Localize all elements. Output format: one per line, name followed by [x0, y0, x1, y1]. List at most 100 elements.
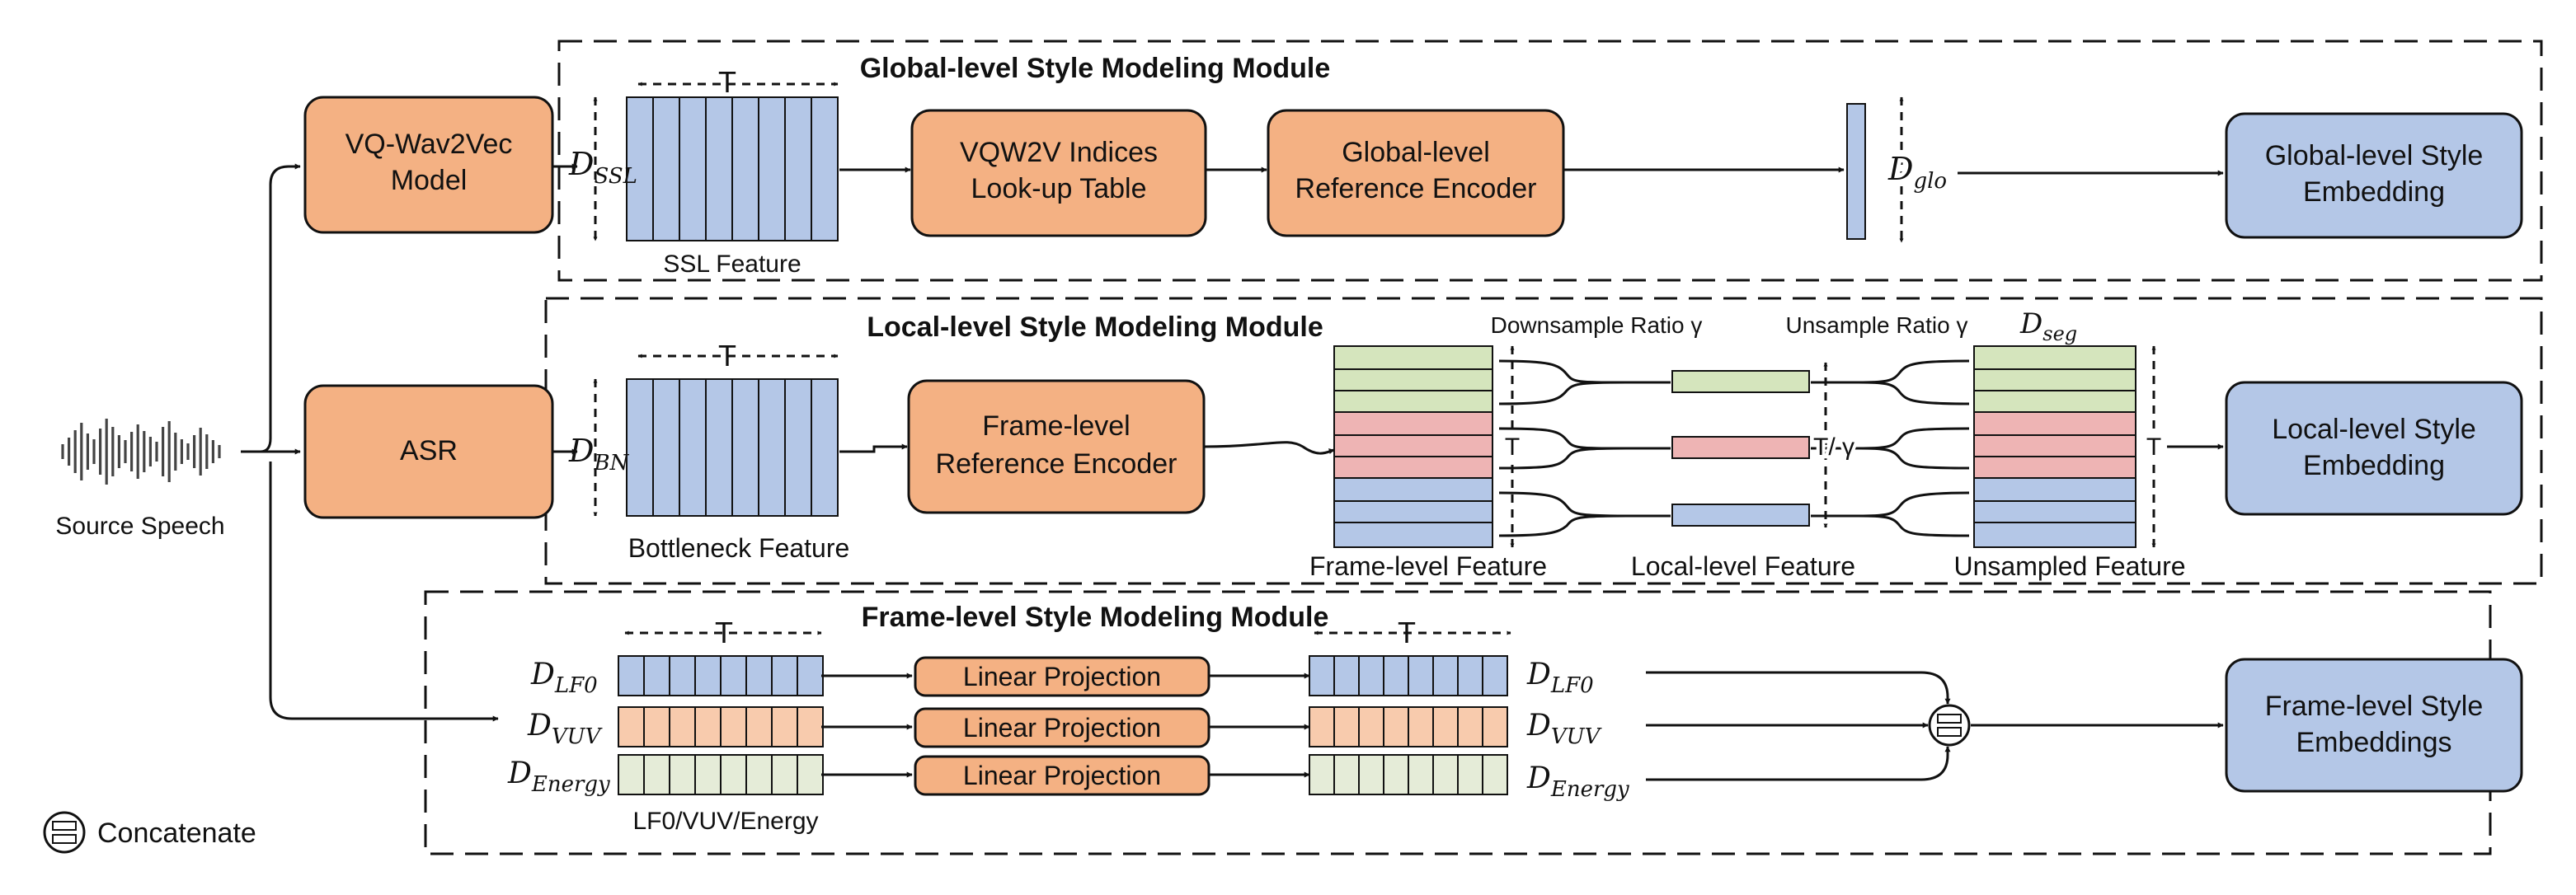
feature-column — [771, 706, 798, 747]
frame-T-label: T — [1505, 433, 1520, 461]
unsample-ratio-label: Unsample Ratio γ — [1786, 312, 1968, 338]
global-style-embedding-block: Global-level Style Embedding — [2225, 112, 2523, 239]
proj-T-label: T — [1398, 616, 1416, 649]
d-ssl-label: DSSL — [568, 146, 637, 189]
feature-row — [1333, 456, 1493, 479]
global-module-title: Global-level Style Modeling Module — [860, 53, 1331, 84]
unsampled-feature-stack — [1973, 345, 2136, 548]
feature-row — [1973, 434, 2136, 459]
d-glo-label: Dglo — [1887, 151, 1947, 194]
ssl-feature-grid — [626, 96, 839, 241]
local-module-title: Local-level Style Modeling Module — [867, 312, 1323, 343]
local-style-embedding-block: Local-level Style Embedding — [2225, 381, 2523, 516]
feature-column — [758, 378, 786, 517]
feature-column — [626, 96, 654, 241]
feature-column — [797, 706, 824, 747]
vuv-projected-grid — [1309, 706, 1508, 747]
feature-column — [1482, 655, 1508, 696]
downsample-braces — [1498, 359, 1671, 537]
downsample-ratio-label: Downsample Ratio γ — [1491, 312, 1703, 338]
feature-column — [1457, 655, 1483, 696]
asr-block: ASR — [303, 384, 554, 519]
fse-line1: Frame-level Style — [2265, 691, 2484, 722]
local-feature-green — [1671, 370, 1810, 393]
feature-column — [679, 378, 707, 517]
feature-column — [758, 96, 786, 241]
frame-reference-encoder-block: Frame-level Reference Encoder — [907, 379, 1206, 514]
gre-line2: Reference Encoder — [1295, 173, 1537, 204]
feature-column — [797, 655, 824, 696]
gse-line1: Global-level Style — [2265, 140, 2484, 171]
feature-column — [618, 754, 645, 795]
vqw2v-lookup-block: VQW2V Indices Look-up Table — [910, 109, 1207, 237]
feature-column — [1408, 754, 1434, 795]
frame-level-feature-stack — [1333, 345, 1493, 548]
feature-column — [669, 655, 696, 696]
global-reference-encoder-block: Global-level Reference Encoder — [1267, 109, 1565, 237]
source-speech-label: Source Speech — [55, 513, 224, 540]
asr-label: ASR — [400, 435, 458, 466]
concatenate-legend-label: Concatenate — [97, 818, 256, 849]
lp-energy-label: Linear Projection — [963, 761, 1161, 790]
feature-column — [1383, 706, 1409, 747]
feature-column — [618, 655, 645, 696]
feature-row — [1973, 390, 2136, 413]
frame-style-embeddings-block: Frame-level Style Embeddings — [2225, 658, 2523, 793]
unsampled-feature-label: Unsampled Feature — [1953, 551, 2185, 581]
lp-lf0-label: Linear Projection — [963, 662, 1161, 691]
linear-projection-vuv: Linear Projection — [914, 707, 1210, 748]
feature-column — [720, 655, 747, 696]
d-seg-label: Dseg — [2019, 307, 2077, 345]
vuv-feature-grid — [618, 706, 824, 747]
d-energy-right-label: DEnergy — [1526, 761, 1629, 802]
bn-T-label: T — [718, 339, 736, 373]
feature-column — [811, 378, 839, 517]
feature-column — [771, 754, 798, 795]
arrow-lf0-to-concat — [1646, 671, 1951, 705]
feature-column — [1358, 706, 1384, 747]
d-vuv-left-label: DVUV — [527, 709, 603, 749]
lp-vuv-label: Linear Projection — [963, 713, 1161, 743]
feature-column — [745, 655, 773, 696]
feature-column — [694, 754, 722, 795]
vq-model-line1: VQ-Wav2Vec — [346, 129, 513, 160]
fre-line2: Reference Encoder — [936, 448, 1178, 480]
bottleneck-feature-grid — [626, 378, 839, 517]
d-bn-label: DBN — [568, 433, 630, 476]
feature-column — [679, 96, 707, 241]
feature-column — [811, 96, 839, 241]
feature-column — [694, 706, 722, 747]
d-energy-left-label: DEnergy — [507, 757, 610, 797]
feature-column — [1457, 754, 1483, 795]
unsampled-T-label: T — [2146, 433, 2161, 461]
linear-projection-lf0: Linear Projection — [914, 656, 1210, 697]
frame-level-feature-label: Frame-level Feature — [1309, 551, 1547, 581]
gse-line2: Embedding — [2303, 176, 2445, 208]
vq-wav2vec-model-block: VQ-Wav2Vec Model — [303, 96, 554, 234]
feature-column — [705, 378, 733, 517]
feature-column — [1309, 655, 1335, 696]
feature-column — [745, 754, 773, 795]
feature-column — [1408, 706, 1434, 747]
feature-column — [669, 706, 696, 747]
d-vuv-right-label: DVUV — [1526, 709, 1602, 749]
lf0-vuv-energy-label: LF0/VUV/Energy — [632, 808, 818, 835]
feature-column — [1383, 754, 1409, 795]
feature-column — [797, 754, 824, 795]
lf0-T-label: T — [715, 616, 733, 649]
feature-column — [720, 754, 747, 795]
feature-column — [784, 378, 812, 517]
feature-column — [1482, 706, 1508, 747]
feature-row — [1333, 390, 1493, 413]
vq-model-line2: Model — [391, 165, 468, 196]
bottleneck-feature-label: Bottleneck Feature — [628, 533, 850, 563]
energy-feature-grid — [618, 754, 824, 795]
energy-projected-grid — [1309, 754, 1508, 795]
concatenate-legend-icon — [43, 811, 86, 854]
lse-line1: Local-level Style — [2272, 414, 2476, 445]
feature-column — [1309, 754, 1335, 795]
fse-line2: Embeddings — [2296, 727, 2451, 758]
feature-column — [1457, 706, 1483, 747]
feature-column — [745, 706, 773, 747]
vqw2v-line1: VQW2V Indices — [960, 137, 1158, 168]
